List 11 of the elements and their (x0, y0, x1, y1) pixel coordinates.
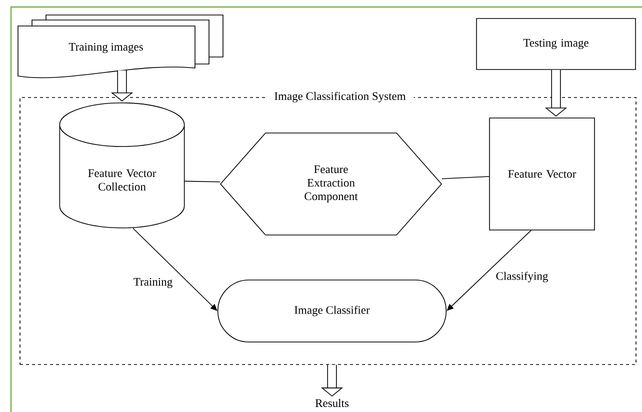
connector-line (442, 176, 490, 180)
process-box: Testing image (476, 18, 636, 70)
output-text: Results (315, 398, 349, 408)
edge-label: Training (134, 278, 172, 288)
process-box: Feature Vector (489, 118, 595, 230)
arrow (132, 228, 218, 311)
edge-label: Classifying (496, 272, 548, 282)
connector-line (184, 180, 220, 182)
document-stack: Training images (18, 14, 224, 78)
arrow (446, 230, 532, 311)
database-cylinder: Feature Vector Collection (59, 102, 185, 228)
